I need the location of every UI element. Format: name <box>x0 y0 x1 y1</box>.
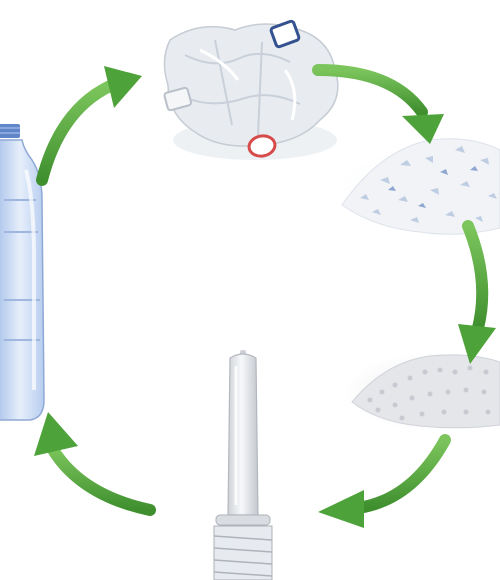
arrow-pellets-to-preform <box>318 434 451 528</box>
pellets-pile-icon <box>346 354 500 430</box>
arrow-crushed-to-flakes <box>312 64 444 144</box>
arrow-flakes-to-pellets <box>458 220 496 364</box>
flakes-pile-icon <box>341 138 500 235</box>
plastic-bottle-icon <box>0 124 45 421</box>
crushed-bottles-icon <box>163 19 339 160</box>
preform-icon <box>213 350 273 580</box>
arrow-preform-to-bottle <box>34 412 156 516</box>
arrow-bottle-to-crushed <box>36 66 142 186</box>
